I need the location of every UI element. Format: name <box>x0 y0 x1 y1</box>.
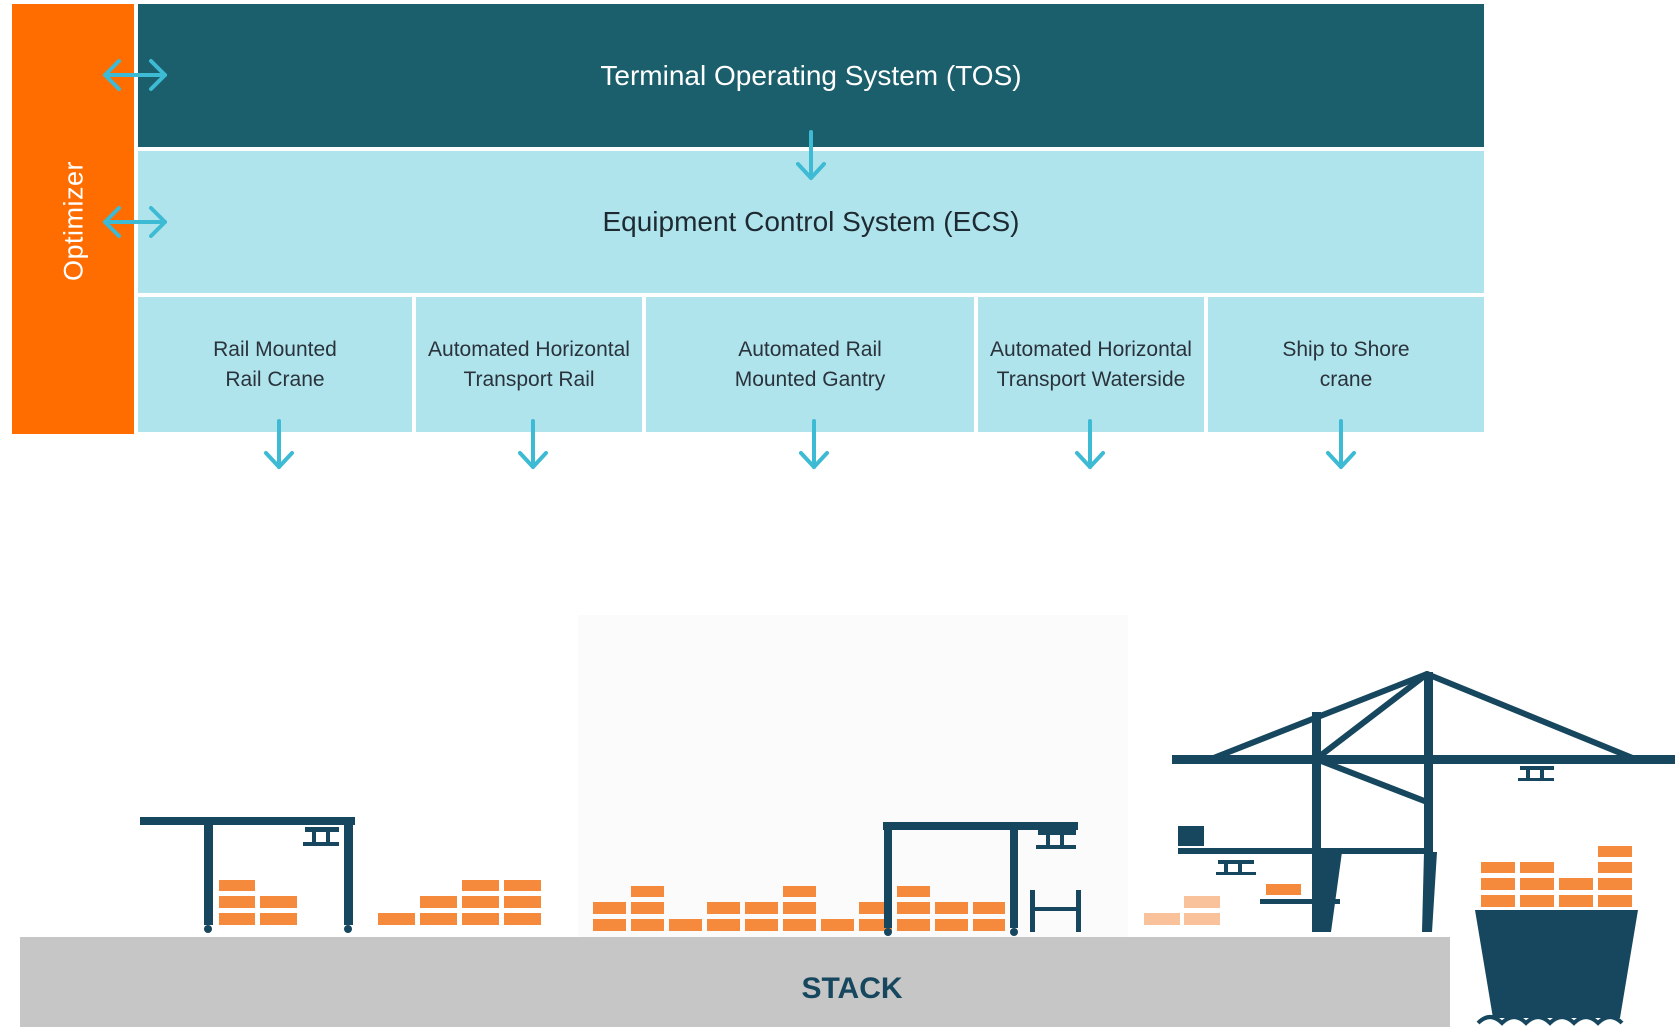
equipment-box-ship-to-shore-crane: Ship to Shore crane <box>1208 297 1484 432</box>
equipment-label: Automated Rail Mounted Gantry <box>734 337 886 391</box>
equipment-label: Rail Mounted Rail Crane <box>213 337 337 391</box>
arrow-down-icon <box>264 419 294 469</box>
stack-area-background <box>578 615 1128 945</box>
equipment-box-ahv-waterside: Automated Horizontal Transport Waterside <box>978 297 1204 432</box>
equipment-label: Automated Horizontal Transport Rail <box>428 337 630 391</box>
ship-icon <box>1475 846 1638 1026</box>
bidirectional-arrow-icon <box>103 59 167 91</box>
arrow-down-icon <box>1326 419 1356 469</box>
arrow-down-icon <box>799 419 829 469</box>
container-stack <box>378 880 541 925</box>
arrow-down-icon <box>518 419 548 469</box>
rail-mounted-crane-icon <box>140 817 355 933</box>
arrow-down-icon <box>1075 419 1105 469</box>
rail-mounted-gantry-icon <box>883 822 1078 936</box>
arrow-down-icon <box>796 130 826 180</box>
container-stack <box>1144 896 1220 925</box>
equipment-label: Automated Horizontal Transport Waterside <box>990 337 1192 391</box>
equipment-label: Ship to Shore crane <box>1282 337 1410 391</box>
container-stack <box>593 886 1005 931</box>
ship-to-shore-crane-icon <box>1172 671 1675 932</box>
stack-label: STACK <box>801 972 902 1005</box>
container-stack <box>219 880 297 925</box>
transport-vehicle-icon <box>1030 890 1081 932</box>
ecs-title: Equipment Control System (ECS) <box>602 206 1020 237</box>
tos-block: Terminal Operating System (TOS) <box>138 4 1484 147</box>
bidirectional-arrow-icon <box>103 206 167 238</box>
ground <box>20 937 1450 1027</box>
equipment-box-rail-mounted-rail-crane: Rail Mounted Rail Crane <box>138 297 412 432</box>
tos-title: Terminal Operating System (TOS) <box>600 59 1022 91</box>
equipment-box-ahv-rail: Automated Horizontal Transport Rail <box>416 297 642 432</box>
equipment-box-armg: Automated Rail Mounted Gantry <box>646 297 974 432</box>
